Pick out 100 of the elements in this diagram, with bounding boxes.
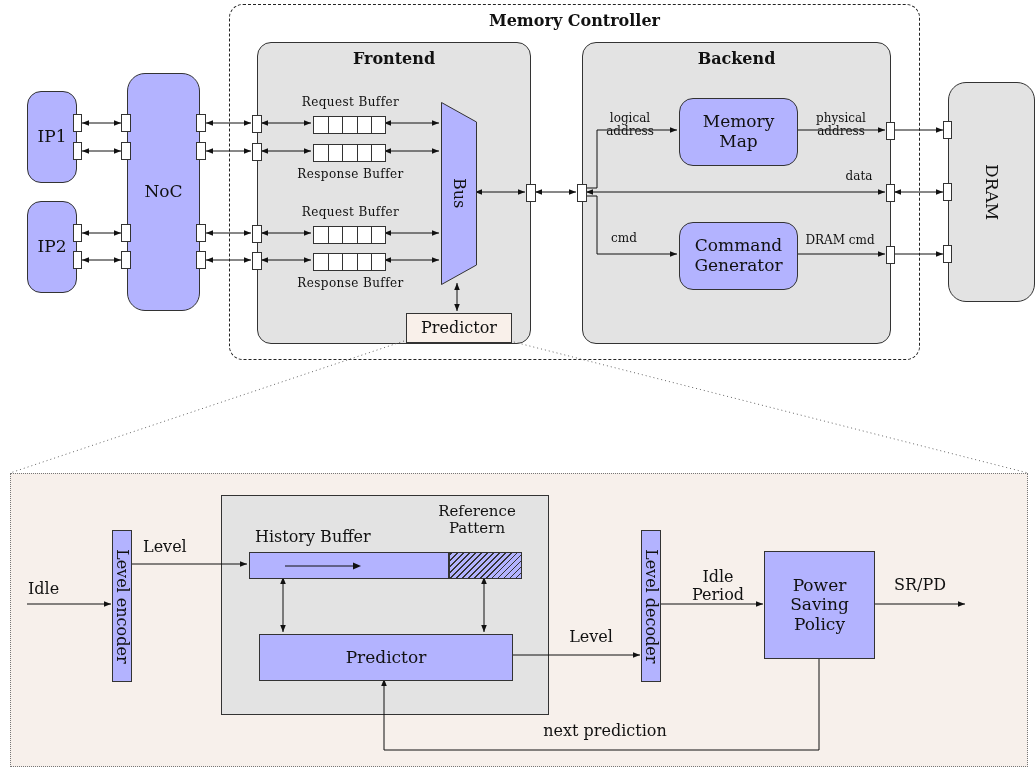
port-box: [196, 251, 206, 269]
pattern-label: Reference Pattern: [437, 503, 517, 538]
double-arrow: [383, 257, 440, 263]
double-arrow: [260, 257, 312, 263]
dotted-line: [9, 340, 405, 474]
edge-label: Level: [568, 628, 614, 646]
encoder-box: [112, 530, 132, 682]
port-box: [943, 245, 952, 263]
detail-panel: [10, 473, 1028, 767]
rotated-label: Bus: [449, 178, 469, 209]
arrow: [795, 251, 886, 257]
arrow: [873, 601, 966, 607]
buffer-label: Response Buffer: [296, 168, 405, 182]
rotated-label: Level decoder: [641, 548, 661, 664]
bus-trapezoid: [441, 102, 477, 285]
rotated-label: Level encoder: [112, 548, 132, 664]
process-box: Memory Map: [679, 98, 798, 166]
port-box: [252, 143, 262, 161]
double-arrow: [81, 230, 122, 236]
port-box: [73, 114, 82, 132]
port-box: [252, 225, 262, 243]
buffer-label: History Buffer: [255, 528, 371, 547]
dram-block: [948, 82, 1035, 302]
ip-block: IP2: [27, 201, 77, 293]
port-box: [886, 122, 895, 140]
port-box: [196, 114, 206, 132]
decoder-box: [641, 530, 661, 682]
panel-title: Memory Controller: [487, 11, 662, 30]
predictor-panel: [221, 495, 549, 715]
double-arrow: [383, 148, 440, 154]
port-box: [73, 251, 82, 269]
port-box: [196, 224, 206, 242]
double-arrow: [205, 230, 252, 236]
double-arrow: [81, 148, 122, 154]
double-arrow: [893, 189, 944, 195]
port-box: [526, 184, 536, 202]
edge-label: logical address: [605, 112, 655, 139]
double-arrow: [81, 257, 122, 263]
edge-label: cmd: [610, 232, 638, 246]
port-box: [121, 142, 131, 160]
double-arrow: [205, 257, 252, 263]
arrow: [585, 127, 678, 189]
port-box: [121, 251, 131, 269]
double-arrow: [454, 282, 460, 312]
arrow: [130, 561, 248, 567]
arrow: [26, 601, 112, 607]
frontend-panel: [257, 42, 531, 344]
double-arrow: [474, 189, 526, 195]
rotated-label: DRAM: [981, 163, 1002, 221]
edge-label: data: [844, 170, 874, 184]
port-box: [252, 252, 262, 270]
controller-panel: [229, 4, 920, 360]
double-arrow: [585, 189, 886, 195]
noc-block: NoC: [127, 73, 200, 311]
double-arrow: [260, 120, 312, 126]
double-arrow: [260, 230, 312, 236]
buffer-label: Response Buffer: [296, 277, 405, 291]
port-box: [252, 115, 262, 133]
predictor-box: Predictor: [406, 313, 512, 343]
double-arrow: [81, 120, 122, 126]
process-box: Command Generator: [679, 222, 798, 290]
port-box: [886, 246, 895, 264]
process-box: Power Saving Policy: [764, 551, 875, 659]
port-box: [121, 114, 131, 132]
port-box: [943, 121, 952, 139]
double-arrow: [481, 576, 487, 633]
double-arrow: [205, 148, 252, 154]
panel-title: Backend: [696, 49, 777, 68]
edge-label: physical address: [815, 112, 867, 139]
port-box: [196, 142, 206, 160]
port-box: [121, 224, 131, 242]
arrow: [893, 251, 944, 257]
arrow: [659, 601, 764, 607]
process-box: Predictor: [259, 634, 513, 681]
ip-block: IP1: [27, 91, 77, 183]
double-arrow: [383, 120, 440, 126]
port-box: [886, 184, 895, 202]
edge-label: next prediction: [542, 722, 668, 740]
panel-title: Frontend: [351, 49, 437, 68]
double-arrow: [260, 148, 312, 154]
arrow: [893, 127, 944, 133]
edge-label: DRAM cmd: [804, 234, 876, 248]
port-box: [73, 142, 82, 160]
edge-label: Level: [143, 538, 188, 556]
arrow: [585, 195, 678, 257]
arrow: [381, 657, 820, 751]
edge-label: Idle Period: [690, 568, 746, 604]
double-arrow: [534, 189, 577, 195]
double-arrow: [205, 120, 252, 126]
buffer-label: Request Buffer: [300, 96, 401, 110]
port-box: [943, 183, 952, 201]
port-box: [577, 184, 587, 202]
double-arrow: [383, 230, 440, 236]
edge-label: SR/PD: [893, 576, 947, 594]
arrow: [795, 127, 886, 133]
edge-label: Idle: [28, 580, 61, 598]
port-box: [73, 224, 82, 242]
backend-panel: [582, 42, 891, 344]
buffer-label: Request Buffer: [300, 206, 401, 220]
arrow: [510, 652, 641, 658]
